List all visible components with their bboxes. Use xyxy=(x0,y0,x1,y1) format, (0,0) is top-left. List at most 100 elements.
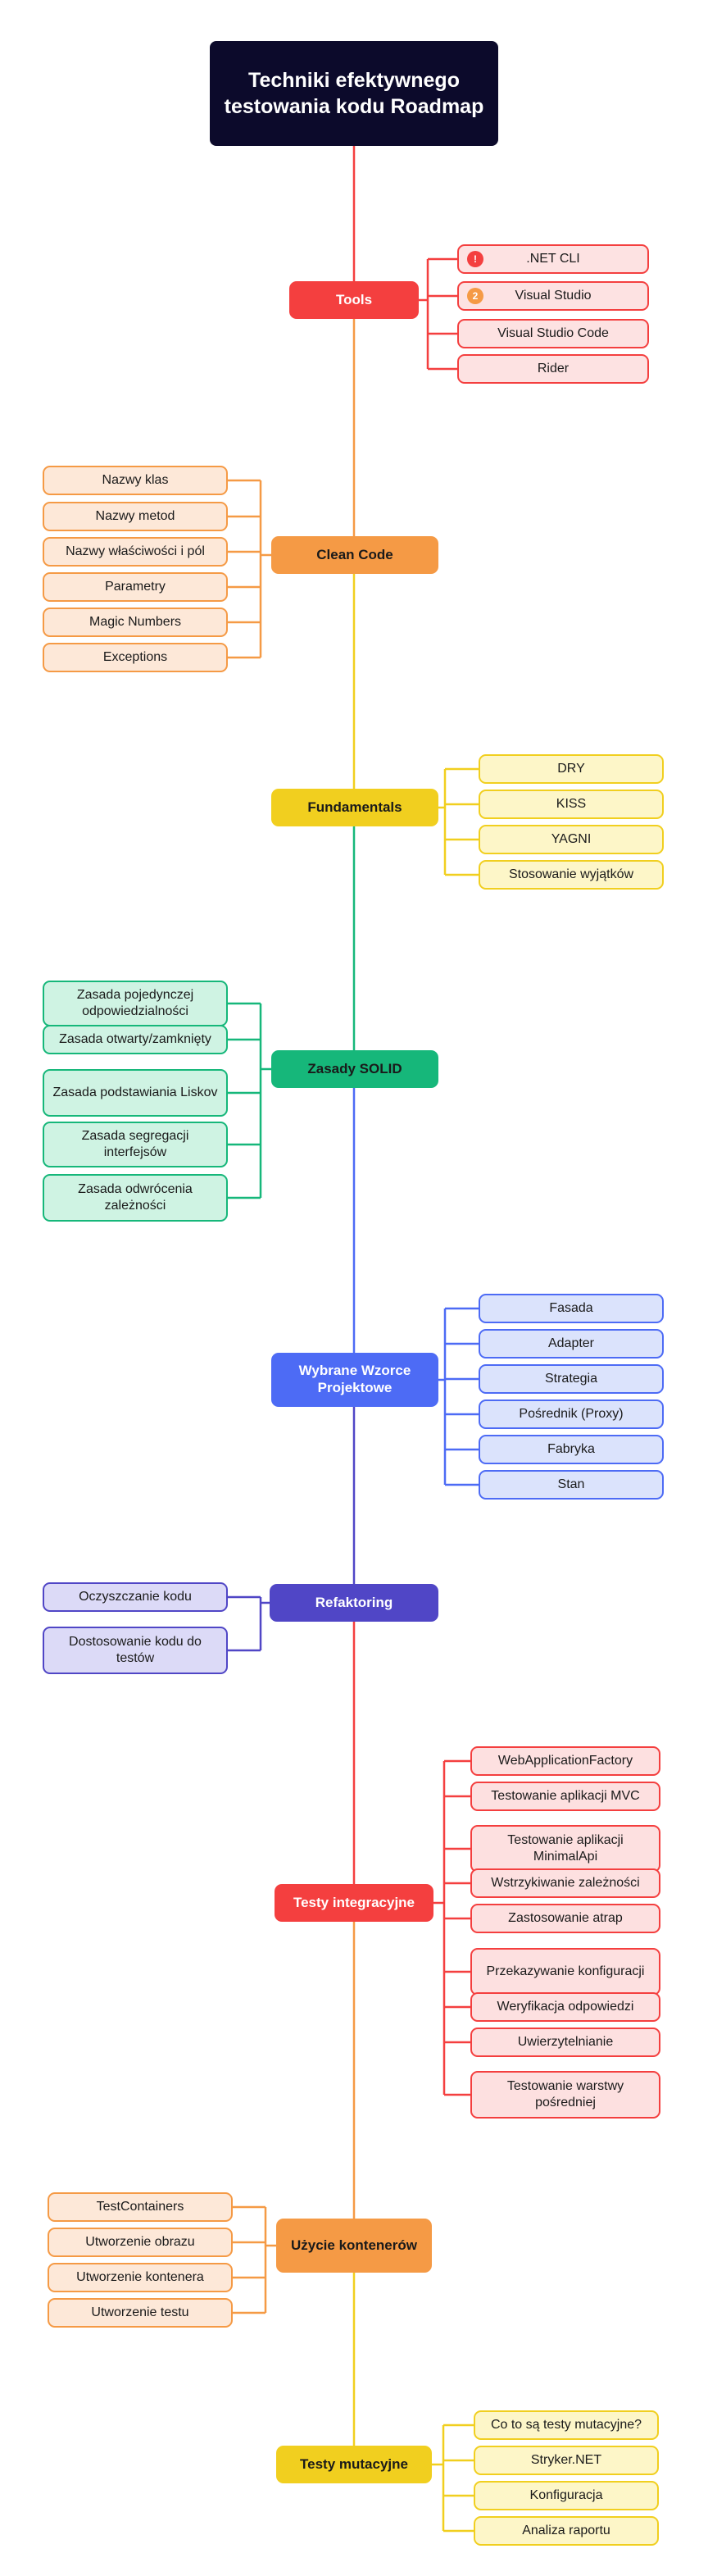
sub-node-label: Exceptions xyxy=(102,650,168,665)
sub-node-label: Zasada otwarty/zamknięty xyxy=(59,1032,211,1047)
sub-node-label: Testowanie warstwy pośredniej xyxy=(506,2079,624,2109)
sub-node[interactable]: Pośrednik (Proxy) xyxy=(479,1400,664,1429)
sub-node-label: Wstrzykiwanie zależności xyxy=(491,1876,640,1891)
sub-node-label: TestContainers xyxy=(96,2200,184,2214)
sub-node[interactable]: Adapter xyxy=(479,1329,664,1359)
sub-node[interactable]: Zasada segregacji interfejsów xyxy=(43,1122,228,1167)
sub-node[interactable]: Stosowanie wyjątków xyxy=(479,860,664,890)
sub-node[interactable]: DRY xyxy=(479,754,664,784)
main-node[interactable]: Tools xyxy=(289,281,419,319)
sub-node[interactable]: Strategia xyxy=(479,1364,664,1394)
sub-node[interactable]: Zasada otwarty/zamknięty xyxy=(43,1025,228,1054)
sub-node-label: Testowanie aplikacji MVC xyxy=(491,1789,640,1804)
sub-node[interactable]: Utworzenie kontenera xyxy=(48,2263,233,2292)
sub-node-label: Co to są testy mutacyjne? xyxy=(490,2418,642,2433)
sub-node[interactable]: Visual Studio Code xyxy=(457,319,649,348)
sub-node-label: Utworzenie kontenera xyxy=(76,2270,204,2285)
sub-node-label: Uwierzytelnianie xyxy=(517,2035,614,2050)
sub-node-label: Adapter xyxy=(547,1336,595,1351)
sub-node[interactable]: KISS xyxy=(479,790,664,819)
sub-node[interactable]: Stryker.NET xyxy=(474,2446,659,2475)
sub-node-label: .NET CLI xyxy=(526,252,580,266)
main-node[interactable]: Użycie kontenerów xyxy=(276,2219,432,2273)
main-node[interactable]: Fundamentals xyxy=(271,789,438,826)
sub-node-label: KISS xyxy=(556,797,587,812)
sub-node-label: Visual Studio xyxy=(515,289,592,303)
sub-node-label: Utworzenie obrazu xyxy=(85,2235,195,2250)
sub-node-label: Dostosowanie kodu do testów xyxy=(69,1635,202,1665)
sub-node-label: Weryfikacja odpowiedzi xyxy=(497,2000,634,2014)
sub-node-label: DRY xyxy=(557,762,585,776)
sub-node[interactable]: Weryfikacja odpowiedzi xyxy=(470,1992,660,2022)
sub-node-label: Stan xyxy=(557,1477,585,1492)
sub-node-label: Zasada segregacji interfejsów xyxy=(81,1129,189,1159)
sub-node-label: Zasada podstawiania Liskov xyxy=(52,1085,218,1100)
sub-node-label: Zasada odwrócenia zależności xyxy=(78,1182,193,1213)
sub-node[interactable]: YAGNI xyxy=(479,825,664,854)
sub-node[interactable]: Oczyszczanie kodu xyxy=(43,1582,228,1612)
sub-node[interactable]: Nazwy metod xyxy=(43,502,228,531)
sub-node[interactable]: Visual Studio 2 xyxy=(457,281,649,311)
sub-node-label: Stryker.NET xyxy=(530,2453,602,2468)
main-node[interactable]: Wybrane Wzorce Projektowe xyxy=(271,1353,438,1407)
sub-node[interactable]: Rider xyxy=(457,354,649,384)
sub-node-label: Utworzenie testu xyxy=(91,2305,189,2320)
sub-node-label: WebApplicationFactory xyxy=(497,1754,633,1768)
sub-node-label: Zastosowanie atrap xyxy=(508,1911,623,1926)
sub-node-label: Testowanie aplikacji MinimalApi xyxy=(507,1833,624,1864)
sub-node-label: Magic Numbers xyxy=(88,615,182,630)
sub-node[interactable]: Zastosowanie atrap xyxy=(470,1904,660,1933)
sub-node-label: Analiza raportu xyxy=(522,2524,610,2538)
sub-node[interactable]: Stan xyxy=(479,1470,664,1500)
sub-node[interactable]: .NET CLI! xyxy=(457,244,649,274)
sub-node[interactable]: Exceptions xyxy=(43,643,228,672)
sub-node-label: Przekazywanie konfiguracji xyxy=(486,1964,645,1979)
sub-node-label: Nazwy właściwości i pól xyxy=(66,544,205,559)
sub-node[interactable]: Fabryka xyxy=(479,1435,664,1464)
sub-node-label: Pośrednik (Proxy) xyxy=(519,1407,624,1422)
sub-node-label: Parametry xyxy=(105,580,166,594)
sub-node-label: Stosowanie wyjątków xyxy=(508,867,634,882)
sub-node[interactable]: Konfiguracja xyxy=(474,2481,659,2510)
sub-node[interactable]: Testowanie aplikacji MinimalApi xyxy=(470,1825,660,1873)
sub-node[interactable]: Parametry xyxy=(43,572,228,602)
sub-node[interactable]: Wstrzykiwanie zależności xyxy=(470,1868,660,1898)
sub-node[interactable]: Przekazywanie konfiguracji xyxy=(470,1948,660,1996)
sub-node[interactable]: Utworzenie testu xyxy=(48,2298,233,2328)
main-node[interactable]: Refaktoring xyxy=(270,1584,438,1622)
sub-node-label: Oczyszczanie kodu xyxy=(79,1590,192,1604)
sub-node[interactable]: Analiza raportu xyxy=(474,2516,659,2546)
sub-node-label: YAGNI xyxy=(551,832,592,847)
main-node[interactable]: Testy mutacyjne xyxy=(276,2446,432,2483)
sub-node[interactable]: Co to są testy mutacyjne? xyxy=(474,2410,659,2440)
sub-node[interactable]: Testowanie aplikacji MVC xyxy=(470,1782,660,1811)
sub-node[interactable]: Zasada odwrócenia zależności xyxy=(43,1174,228,1222)
sub-node[interactable]: Zasada pojedynczej odpowiedzialności xyxy=(43,981,228,1026)
roadmap-title: Techniki efektywnego testowania kodu Roa… xyxy=(210,41,498,146)
main-node[interactable]: Zasady SOLID xyxy=(271,1050,438,1088)
sub-node[interactable]: Nazwy klas xyxy=(43,466,228,495)
sub-node-label: Fasada xyxy=(549,1301,593,1316)
sub-node-label: Zasada pojedynczej odpowiedzialności xyxy=(76,988,194,1018)
sub-node[interactable]: WebApplicationFactory xyxy=(470,1746,660,1776)
sub-node[interactable]: Testowanie warstwy pośredniej xyxy=(470,2071,660,2119)
sub-node[interactable]: TestContainers xyxy=(48,2192,233,2222)
sub-node[interactable]: Utworzenie obrazu xyxy=(48,2228,233,2257)
status-badge: 2 xyxy=(467,288,483,304)
status-badge: ! xyxy=(467,251,483,267)
sub-node[interactable]: Uwierzytelnianie xyxy=(470,2028,660,2057)
sub-node-label: Rider xyxy=(537,362,570,376)
sub-node[interactable]: Dostosowanie kodu do testów xyxy=(43,1627,228,1674)
sub-node-label: Nazwy metod xyxy=(95,509,175,524)
main-node[interactable]: Testy integracyjne xyxy=(275,1884,433,1922)
main-node[interactable]: Clean Code xyxy=(271,536,438,574)
sub-node[interactable]: Fasada xyxy=(479,1294,664,1323)
sub-node-label: Strategia xyxy=(544,1372,598,1386)
sub-node[interactable]: Zasada podstawiania Liskov xyxy=(43,1069,228,1117)
sub-node-label: Konfiguracja xyxy=(529,2488,603,2503)
sub-node-label: Visual Studio Code xyxy=(497,326,609,341)
sub-node-label: Nazwy klas xyxy=(102,473,169,488)
sub-node[interactable]: Magic Numbers xyxy=(43,608,228,637)
sub-node[interactable]: Nazwy właściwości i pól xyxy=(43,537,228,567)
